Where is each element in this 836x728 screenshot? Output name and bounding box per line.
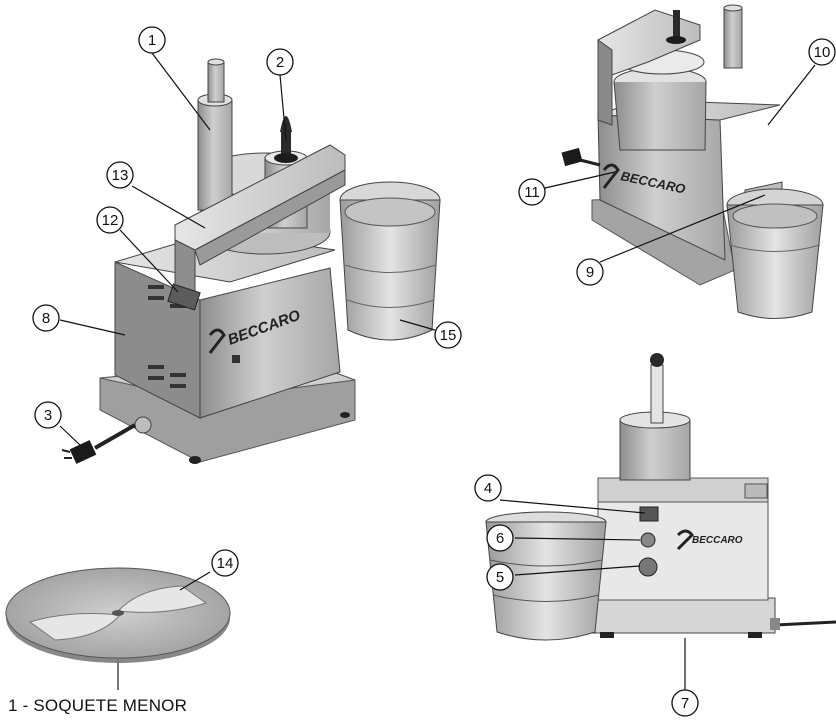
callout-4: 4 [474, 474, 502, 502]
callout-12: 12 [96, 206, 124, 234]
svg-text:9: 9 [586, 264, 594, 281]
callout-6: 6 [486, 524, 514, 552]
machine-bottom-right: BECCARO [485, 353, 836, 641]
svg-text:13: 13 [112, 167, 129, 184]
svg-text:15: 15 [440, 327, 457, 344]
callout-10: 10 [808, 38, 836, 66]
callout-7: 7 [671, 689, 699, 717]
callout-2: 2 [266, 48, 294, 76]
leader-lines [59, 52, 816, 690]
cutting-disk [5, 567, 231, 690]
svg-text:14: 14 [217, 555, 234, 572]
svg-text:1: 1 [148, 32, 156, 49]
svg-text:2: 2 [276, 54, 284, 71]
svg-text:7: 7 [681, 695, 689, 712]
svg-text:3: 3 [44, 407, 52, 424]
callout-5: 5 [486, 563, 514, 591]
svg-text:8: 8 [42, 310, 50, 327]
machine-left: BECCARO [61, 58, 441, 464]
svg-text:6: 6 [496, 530, 504, 547]
callout-9: 9 [576, 258, 604, 286]
callout-13: 13 [106, 161, 134, 189]
brand-logo-bottom-right: BECCARO [692, 535, 743, 546]
callout-11: 11 [518, 178, 546, 206]
svg-text:11: 11 [524, 184, 540, 201]
callout-14: 14 [211, 549, 239, 577]
callout-1: 1 [138, 26, 166, 54]
callout-3: 3 [34, 401, 62, 429]
svg-text:10: 10 [814, 44, 831, 61]
callout-15: 15 [434, 321, 462, 349]
callout-markers: 1 2 3 4 5 6 7 8 9 10 11 12 13 14 15 [32, 26, 836, 717]
svg-text:12: 12 [102, 212, 119, 229]
svg-text:5: 5 [496, 569, 504, 586]
callout-8: 8 [32, 304, 60, 332]
svg-text:4: 4 [484, 480, 492, 497]
caption-text: 1 - SOQUETE MENOR [8, 696, 188, 715]
machine-top-right: BECCARO [561, 4, 824, 319]
